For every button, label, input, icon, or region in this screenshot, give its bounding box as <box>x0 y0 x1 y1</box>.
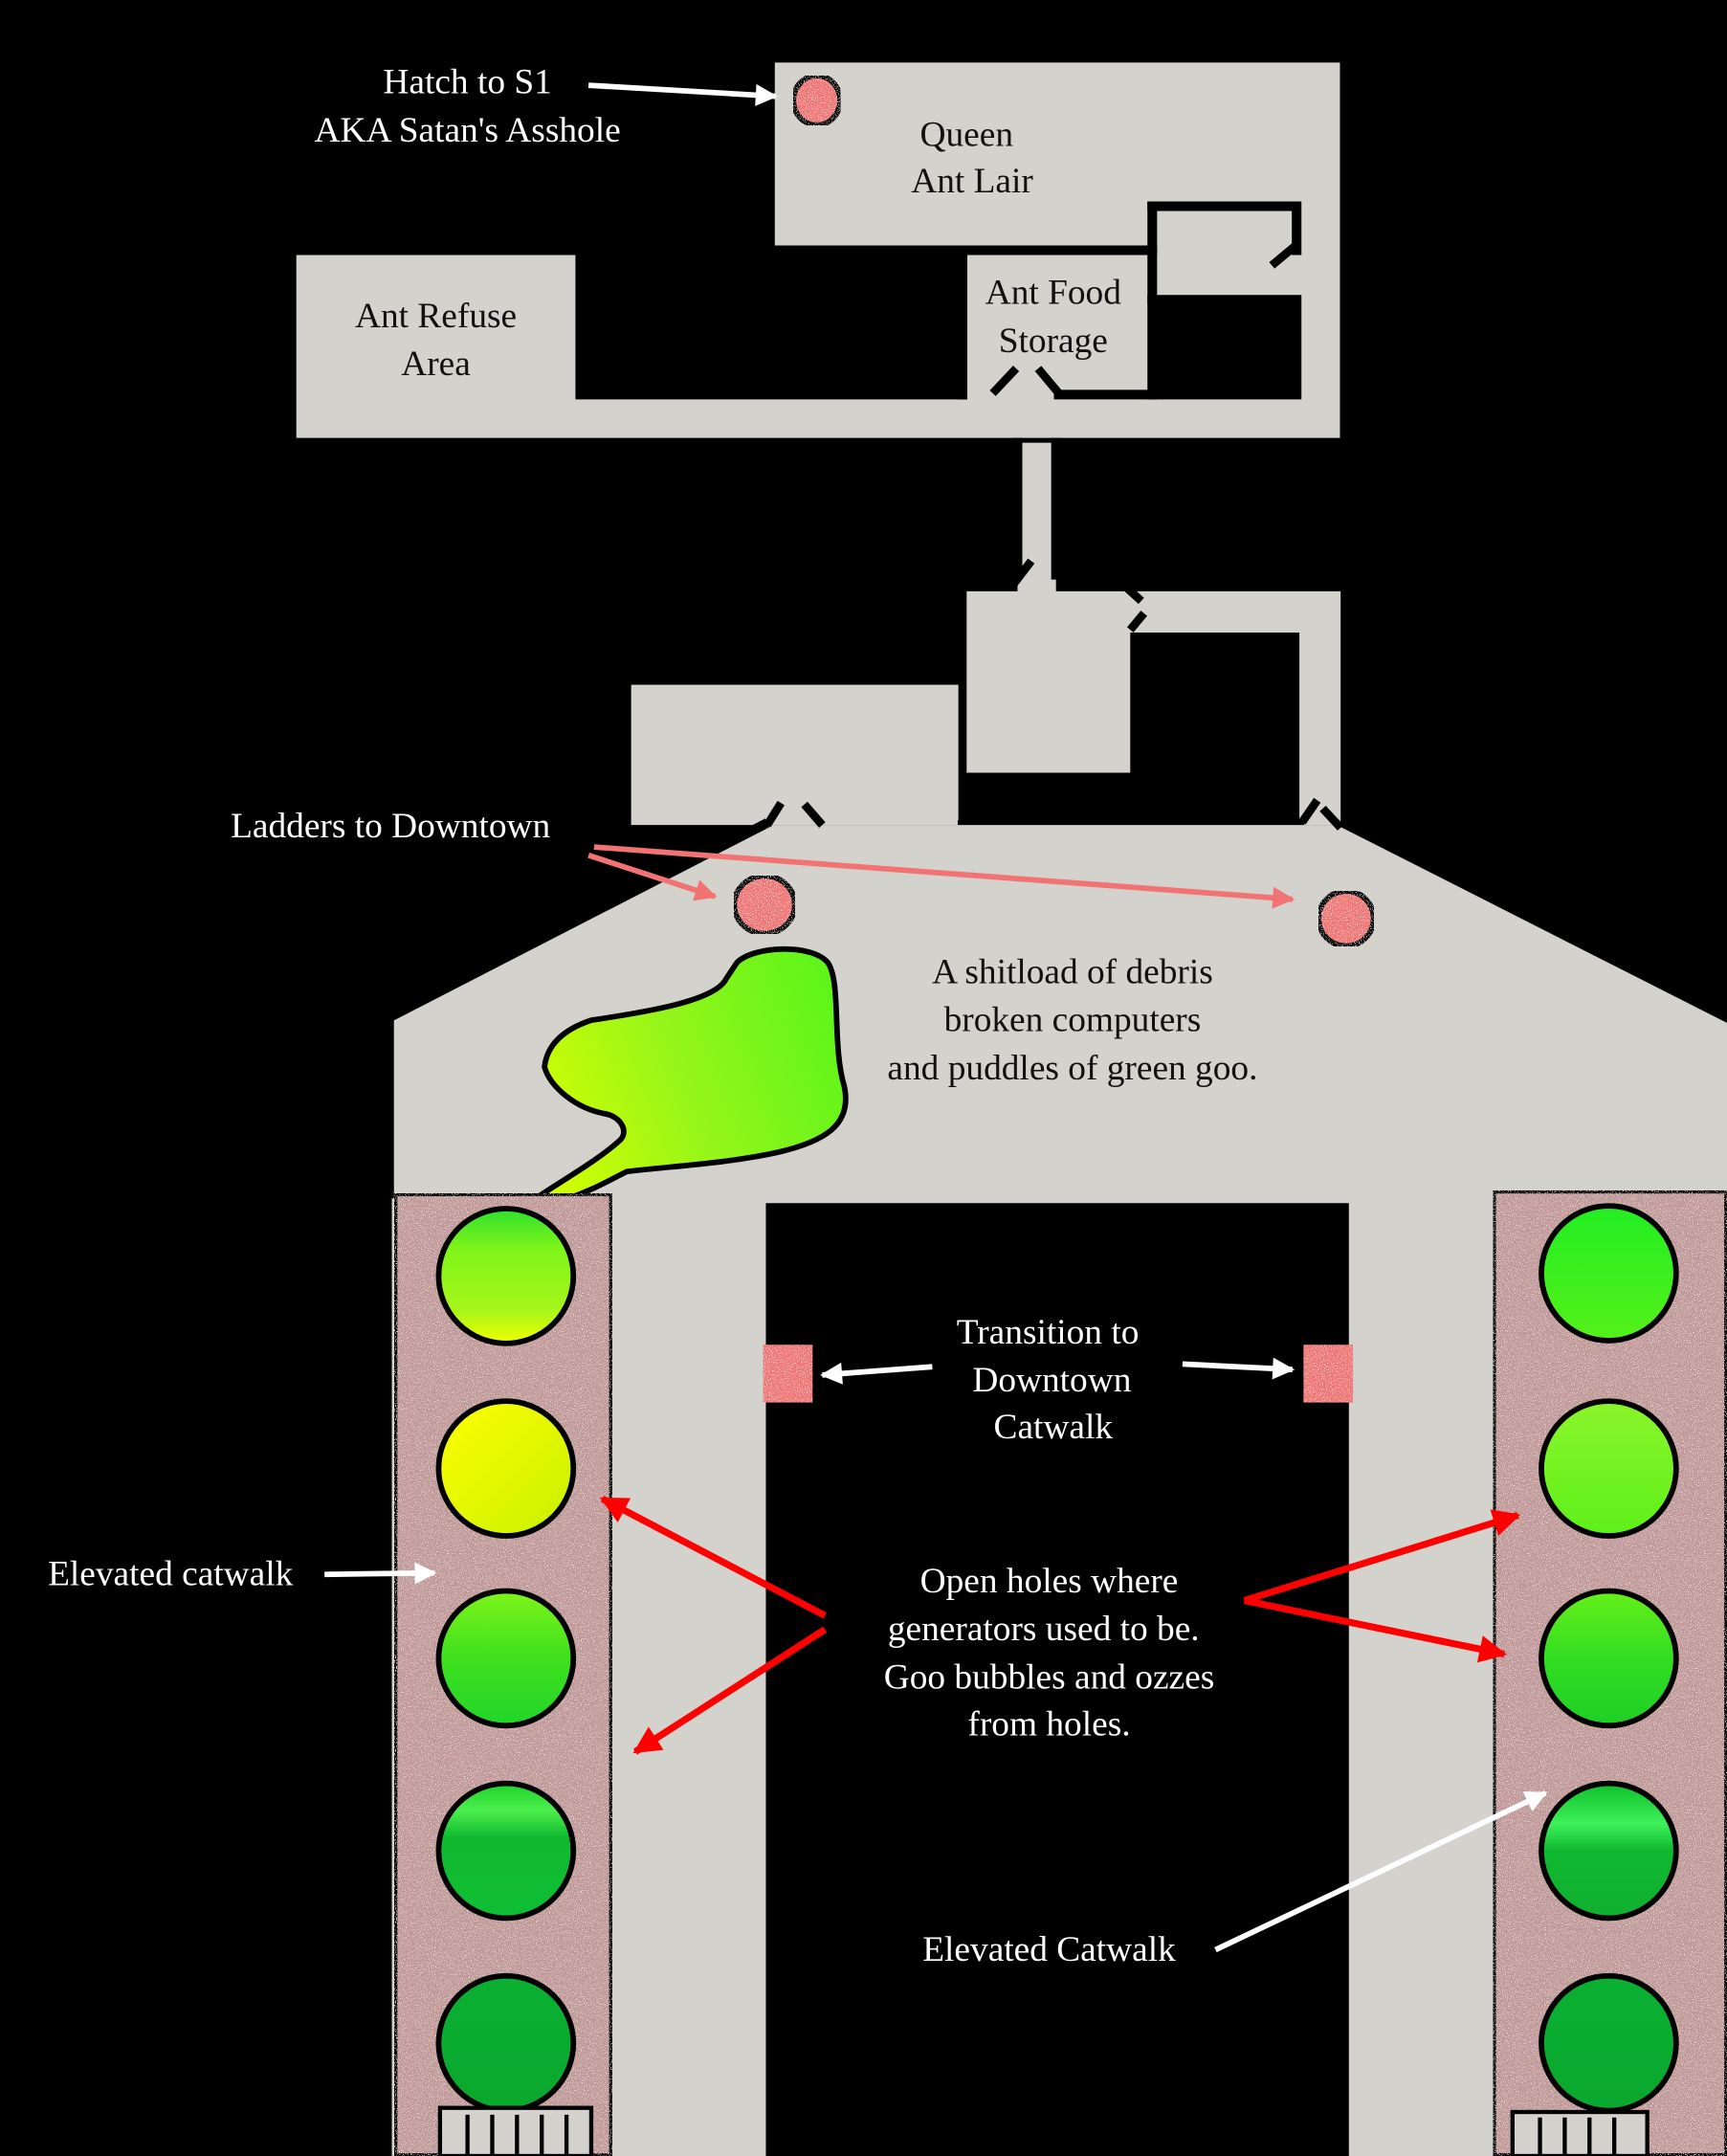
annotation-ladders: Ladders to Downtown <box>231 807 550 846</box>
room-label-refuse-line2: Area <box>401 345 471 384</box>
catwalk-left <box>391 1190 615 2156</box>
transition-marker-icon[interactable] <box>763 1345 813 1403</box>
generator-hole <box>1539 1972 1679 2114</box>
generator-hole <box>435 1972 577 2114</box>
arrow-icon <box>632 1626 828 1755</box>
hall-description-line1: A shitload of debris <box>932 952 1213 991</box>
arrow-icon <box>820 1362 933 1385</box>
annotation-transition-line3: Catwalk <box>994 1408 1114 1447</box>
room-label-food-line2: Storage <box>999 322 1108 361</box>
annotation-elevated-catwalk-right: Elevated Catwalk <box>922 1930 1176 1969</box>
transition-marker-icon[interactable] <box>1303 1345 1354 1403</box>
arrow-icon <box>1243 1596 1508 1663</box>
generator-hole <box>435 1398 577 1539</box>
upper-complex: Queen Ant Lair Ant Food Storage Ant Refu… <box>286 53 1350 448</box>
annotations: Hatch to S1 AKA Satan's Asshole Ladders … <box>48 63 1548 1969</box>
generator-hole <box>1539 1398 1679 1539</box>
arrow-icon <box>1243 1509 1521 1604</box>
annotation-hatch-line2: AKA Satan's Asshole <box>315 111 621 150</box>
generator-hole <box>1539 1203 1679 1344</box>
ladder-hatch-icon[interactable] <box>731 873 798 937</box>
generator-hole <box>1539 1588 1679 1729</box>
annotation-transition-line1: Transition to <box>957 1313 1140 1352</box>
generator-hole <box>1539 1780 1679 1922</box>
room-label-food-line1: Ant Food <box>985 274 1122 313</box>
arrow-icon <box>587 82 778 106</box>
annotation-holes-line4: from holes. <box>967 1704 1130 1744</box>
generator-hole <box>435 1588 577 1729</box>
hall-description-line2: broken computers <box>944 1001 1202 1040</box>
arrow-icon <box>324 1562 437 1585</box>
arrow-icon <box>599 1495 827 1619</box>
ladder-hatch-icon[interactable] <box>1316 888 1377 949</box>
annotation-hatch-line1: Hatch to S1 <box>383 63 551 102</box>
generator-hole <box>435 1780 577 1922</box>
annotation-transition-line2: Downtown <box>972 1361 1131 1400</box>
generator-hole <box>435 1206 577 1346</box>
catwalk-right <box>1490 1188 1727 2156</box>
void <box>1155 300 1297 395</box>
hatch-icon[interactable] <box>790 73 843 128</box>
generator-hall: A shitload of debris broken computers an… <box>384 797 1727 2156</box>
annotation-holes-line3: Goo bubbles and ozzes <box>884 1657 1215 1697</box>
annotation-holes-line1: Open holes where <box>920 1562 1179 1601</box>
arrow-icon <box>593 844 1295 909</box>
arrow-icon <box>587 852 718 901</box>
connecting-corridor <box>1009 437 1061 594</box>
room-label-refuse-line1: Ant Refuse <box>355 297 517 336</box>
arrow-icon <box>1182 1357 1295 1380</box>
annotation-holes-line2: generators used to be. <box>888 1610 1200 1649</box>
room-label-queen-line2: Ant Lair <box>911 162 1033 201</box>
void <box>580 250 963 395</box>
annotation-elevated-catwalk-left: Elevated catwalk <box>48 1555 294 1594</box>
hall-description-line3: and puddles of green goo. <box>887 1049 1257 1088</box>
arrow-icon <box>1214 1790 1548 1953</box>
room-label-queen-line1: Queen <box>920 115 1014 154</box>
stairs <box>1510 2109 1650 2156</box>
